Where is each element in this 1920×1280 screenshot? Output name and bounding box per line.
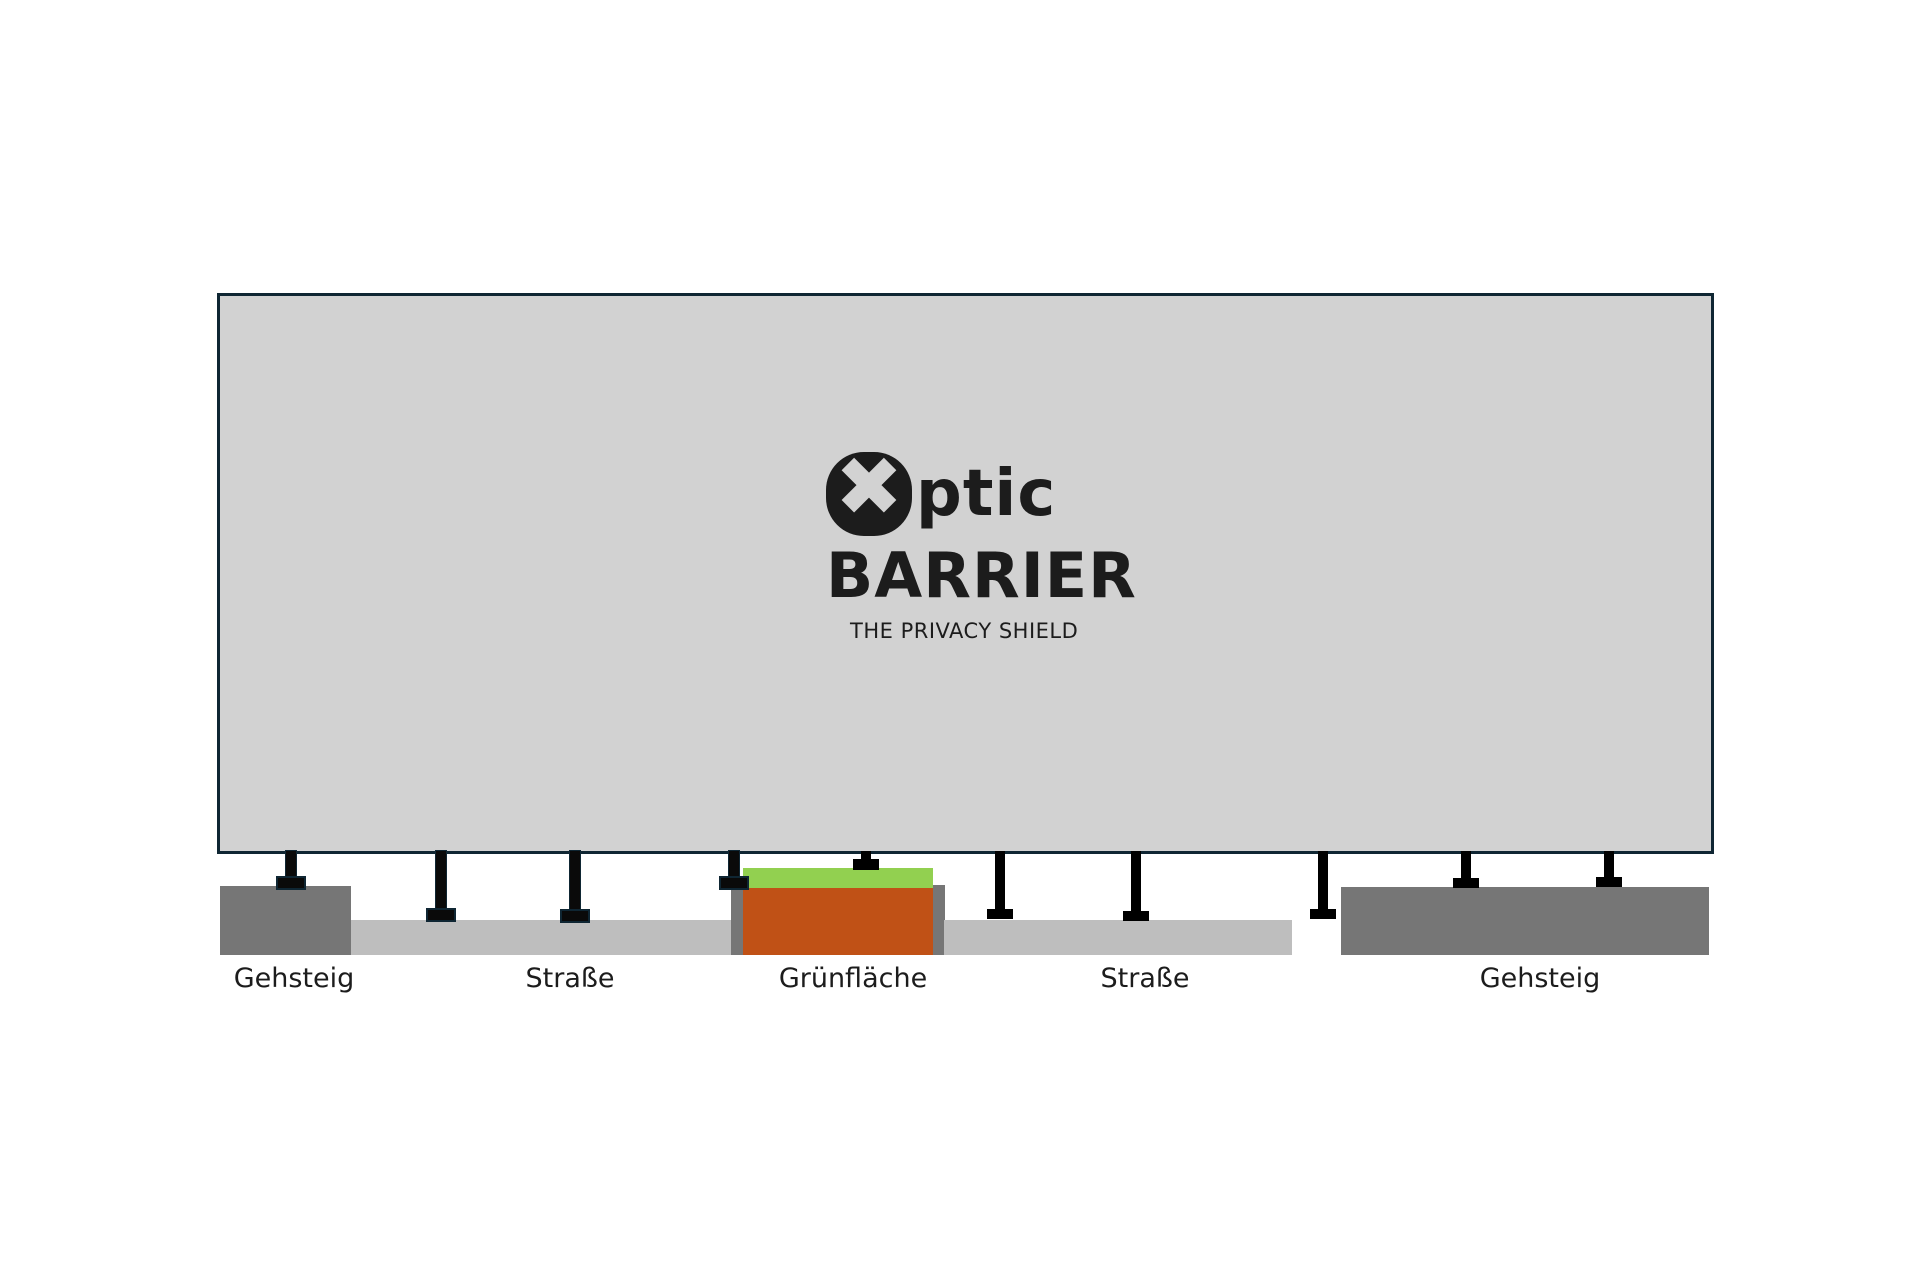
- logo-word-optic: ptic: [916, 457, 1057, 531]
- road-left: [351, 920, 733, 955]
- section-label-sidewalk-left: Gehsteig: [233, 963, 355, 994]
- optic-barrier-logo: ✖ ptic BARRIER THE PRIVACY SHIELD: [826, 446, 1136, 652]
- section-label-sidewalk-right: Gehsteig: [1479, 963, 1601, 994]
- logo-word-barrier: BARRIER: [826, 539, 1137, 612]
- sidewalk-right: [1341, 887, 1709, 955]
- section-label-road-right: Straße: [1100, 963, 1190, 994]
- median-soil: [743, 888, 933, 955]
- section-label-median: Grünfläche: [778, 963, 928, 994]
- logo-tagline: THE PRIVACY SHIELD: [850, 619, 1079, 643]
- x-mark-icon: ✖: [826, 446, 912, 536]
- road-right: [944, 920, 1292, 955]
- median-grass: [743, 868, 933, 888]
- section-label-road-left: Straße: [525, 963, 615, 994]
- privacy-shield-panel: [217, 293, 1714, 854]
- sidewalk-left: [220, 886, 351, 955]
